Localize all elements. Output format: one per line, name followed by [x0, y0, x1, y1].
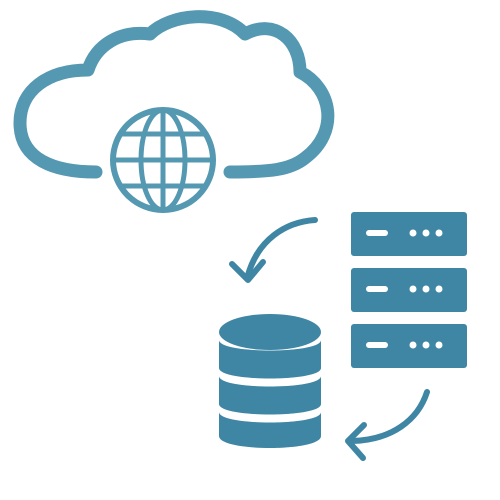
database-icon	[219, 314, 321, 448]
curved-arrow-icon	[229, 217, 318, 283]
server-rack-icon	[351, 212, 467, 368]
server-unit	[351, 268, 467, 312]
curved-arrow-icon	[345, 389, 430, 461]
server-unit	[351, 324, 467, 368]
globe-icon	[110, 107, 216, 213]
cloud-icon	[13, 10, 335, 179]
server-unit	[351, 212, 467, 256]
